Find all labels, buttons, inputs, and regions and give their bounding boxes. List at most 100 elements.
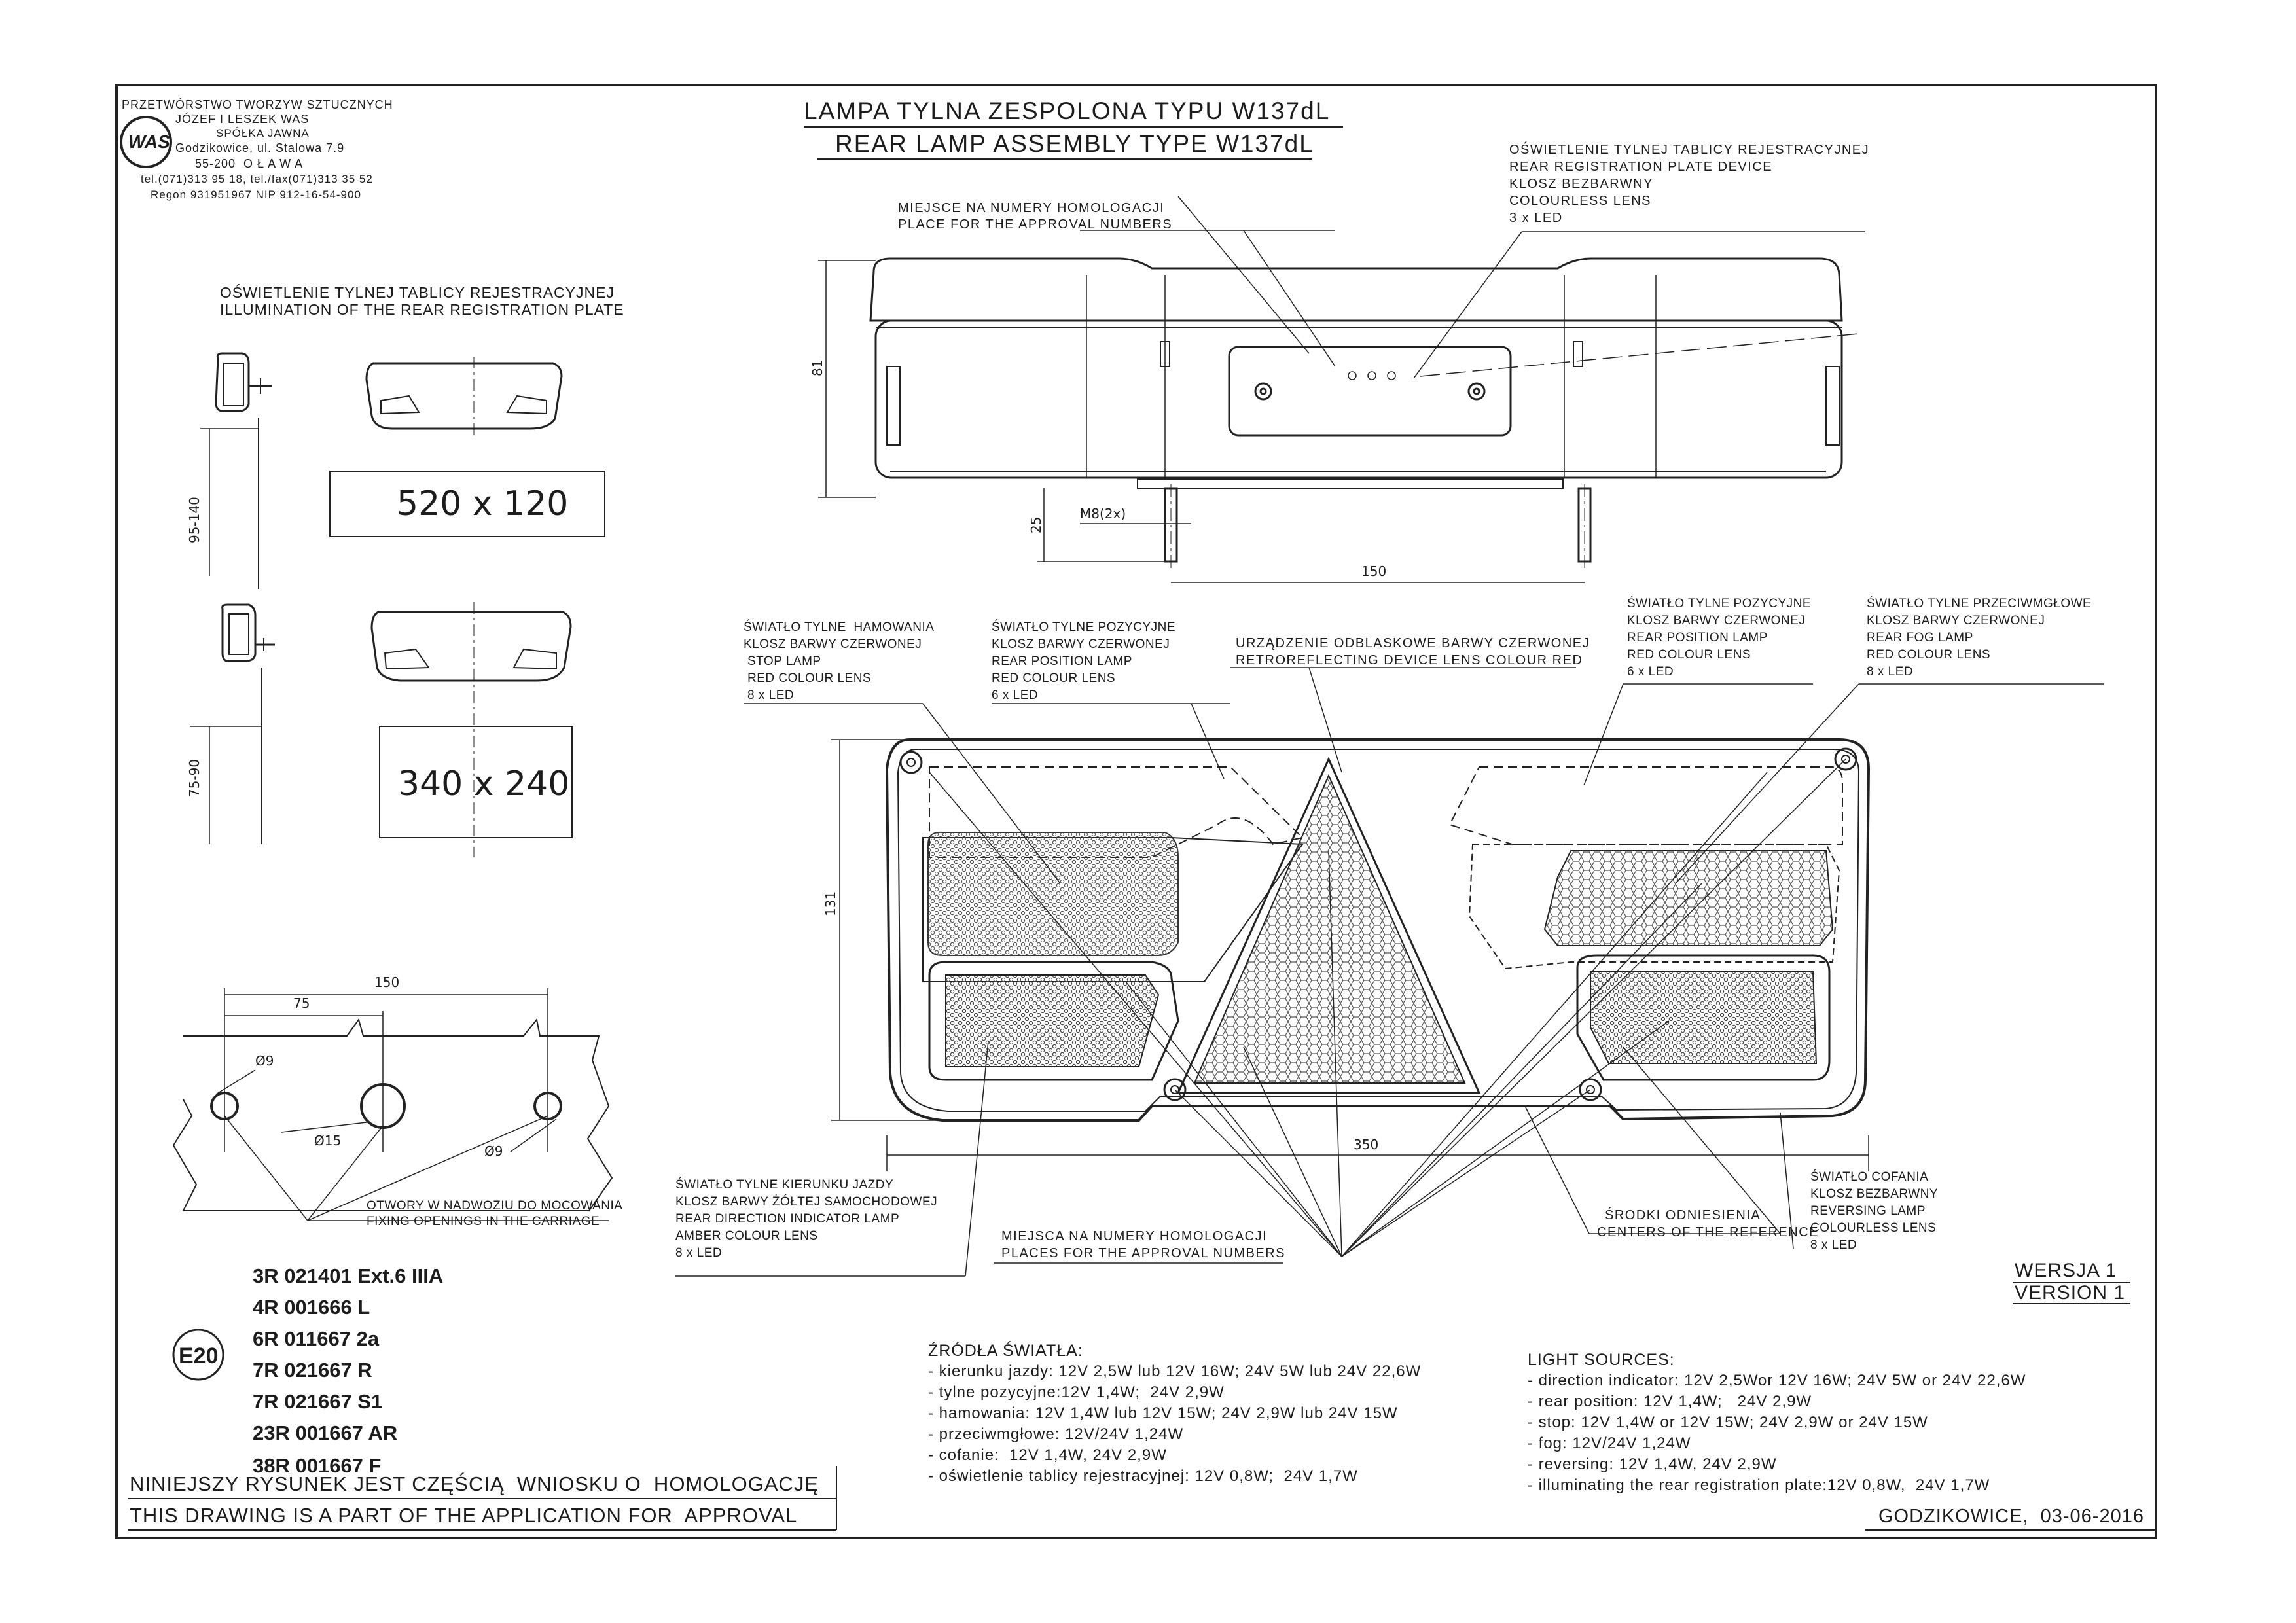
light-source-en-3: - stop: 12V 1,4W or 12V 15W; 24V 2,9W or… xyxy=(1528,1414,1928,1431)
reversing-label-3: REVERSING LAMP xyxy=(1810,1204,1926,1218)
plate-device-2: REAR REGISTRATION PLATE DEVICE xyxy=(1509,160,1773,174)
top-dim-stud: 25 xyxy=(1028,516,1044,533)
position-left-2: KLOSZ BARWY CZERWONEJ xyxy=(992,637,1170,651)
position-left-5: 6 x LED xyxy=(992,688,1039,702)
position-right-3: REAR POSITION LAMP xyxy=(1627,631,1768,645)
top-approval-pl: MIEJSCE NA NUMERY HOMOLOGACJI xyxy=(898,201,1165,215)
light-source-pl-5: - cofanie: 12V 1,4W, 24V 2,9W xyxy=(928,1446,1167,1464)
approval-number-1: 3R 021401 Ext.6 IIIA xyxy=(253,1264,444,1287)
registration-lamp-side-1 xyxy=(200,352,272,589)
light-source-en-2: - rear position: 12V 1,4W; 24V 2,9W xyxy=(1528,1393,1812,1410)
company-address-1: Godzikowice, ul. Stalowa 7.9 xyxy=(175,141,345,154)
stop-label-4: RED COLOUR LENS xyxy=(747,671,872,685)
mount-hole-large: Ø15 xyxy=(314,1133,342,1149)
company-phone: tel.(071)313 95 18, tel./fax(071)313 35 … xyxy=(141,173,373,185)
top-dim-thread: M8(2x) xyxy=(1080,506,1126,522)
retro-label-2: RETROREFLECTING DEVICE LENS COLOUR RED xyxy=(1236,653,1583,668)
reference-label-2: CENTERS OF THE REFERENCE xyxy=(1597,1225,1819,1240)
footer-en: THIS DRAWING IS A PART OF THE APPLICATIO… xyxy=(130,1504,798,1527)
top-dim-height: 81 xyxy=(810,359,825,376)
position-right-5: 6 x LED xyxy=(1627,665,1674,679)
light-source-en-6: - illuminating the rear registration pla… xyxy=(1528,1476,1990,1494)
top-approval-en: PLACE FOR THE APPROVAL NUMBERS xyxy=(898,217,1173,232)
company-logo-text: WAS xyxy=(128,132,170,152)
reg-dim-1: 95-140 xyxy=(187,497,202,543)
plate-size-2: 340 x 240 xyxy=(398,764,570,804)
e-mark: E20 xyxy=(179,1344,219,1368)
footer-date: GODZIKOWICE, 03-06-2016 xyxy=(1878,1506,2144,1527)
reg-heading-pl: OŚWIETLENIE TYLNEJ TABLICY REJESTRACYJNE… xyxy=(220,284,615,301)
plate-520x120 xyxy=(329,471,605,537)
company-name-1: PRZETWÓRSTWO TWORZYW SZTUCZNYCH xyxy=(122,98,393,111)
sheet-border xyxy=(115,84,2157,1539)
title-pl: LAMPA TYLNA ZESPOLONA TYPU W137dL xyxy=(804,98,1331,124)
approvals-label-2: PLACES FOR THE APPROVAL NUMBERS xyxy=(1001,1246,1286,1260)
footer-pl: NINIEJSZY RYSUNEK JEST CZĘŚCIĄ WNIOSKU O… xyxy=(130,1472,819,1495)
mount-dim-half: 75 xyxy=(293,995,310,1011)
plate-device-4: COLOURLESS LENS xyxy=(1509,194,1652,208)
mount-caption-en: FIXING OPENINGS IN THE CARRIAGE xyxy=(367,1215,600,1228)
plate-device-3: KLOSZ BEZBARWNY xyxy=(1509,177,1653,191)
front-dim-width: 350 xyxy=(1354,1137,1379,1152)
approvals-label-1: MIEJSCA NA NUMERY HOMOLOGACJI xyxy=(1001,1229,1268,1243)
light-sources-pl-heading: ŹRÓDŁA ŚWIATŁA: xyxy=(928,1342,1083,1360)
stop-label-5: 8 x LED xyxy=(747,688,795,702)
position-left-3: REAR POSITION LAMP xyxy=(992,654,1132,668)
registration-lamp-front-1 xyxy=(365,357,563,438)
approval-number-4: 7R 021667 R xyxy=(253,1359,372,1382)
stop-label-3: STOP LAMP xyxy=(747,654,821,668)
mount-dim-total: 150 xyxy=(374,974,400,990)
light-source-en-5: - reversing: 12V 1,4W, 24V 2,9W xyxy=(1528,1455,1777,1473)
light-source-pl-2: - tylne pozycyjne:12V 1,4W; 24V 2,9W xyxy=(928,1383,1225,1401)
reg-heading-en: ILLUMINATION OF THE REAR REGISTRATION PL… xyxy=(220,301,624,318)
plate-340x240 xyxy=(379,726,573,838)
stop-label-2: KLOSZ BARWY CZERWONEJ xyxy=(744,637,922,651)
reversing-label-4: COLOURLESS LENS xyxy=(1810,1221,1937,1235)
company-name-3: SPÓŁKA JAWNA xyxy=(216,127,310,139)
light-source-en-1: - direction indicator: 12V 2,5Wor 12V 16… xyxy=(1528,1372,2026,1389)
fog-label-2: KLOSZ BARWY CZERWONEJ xyxy=(1867,614,2045,628)
position-left-1: ŚWIATŁO TYLNE POZYCYJNE xyxy=(992,620,1176,634)
plate-device-5: 3 x LED xyxy=(1509,211,1563,225)
stop-label-1: ŚWIATŁO TYLNE HAMOWANIA xyxy=(744,620,935,634)
position-right-4: RED COLOUR LENS xyxy=(1627,648,1751,662)
e-mark-circle xyxy=(172,1329,224,1381)
reversing-label-1: ŚWIATŁO COFANIA xyxy=(1810,1170,1929,1184)
approval-number-5: 7R 021667 S1 xyxy=(253,1390,383,1413)
indicator-label-2: KLOSZ BARWY ŻÓŁTEJ SAMOCHODOWEJ xyxy=(675,1195,938,1209)
approval-number-2: 4R 001666 L xyxy=(253,1296,370,1319)
fog-label-3: REAR FOG LAMP xyxy=(1867,631,1973,645)
fog-label-5: 8 x LED xyxy=(1867,665,1914,679)
top-view xyxy=(869,257,1843,569)
reg-dim-2: 75-90 xyxy=(187,758,202,797)
indicator-label-1: ŚWIATŁO TYLNE KIERUNKU JAZDY xyxy=(675,1178,894,1192)
reference-label-1: ŚRODKI ODNIESIENIA xyxy=(1605,1208,1761,1222)
indicator-label-4: AMBER COLOUR LENS xyxy=(675,1229,818,1243)
title-en: REAR LAMP ASSEMBLY TYPE W137dL xyxy=(835,130,1314,157)
fog-label-1: ŚWIATŁO TYLNE PRZECIWMGŁOWE xyxy=(1867,597,2092,611)
registration-lamp-front-2 xyxy=(370,602,572,857)
plate-size-1: 520 x 120 xyxy=(397,484,569,524)
light-source-pl-4: - przeciwmgłowe: 12V/24V 1,24W xyxy=(928,1425,1184,1443)
light-source-pl-3: - hamowania: 12V 1,4W lub 12V 15W; 24V 2… xyxy=(928,1404,1398,1422)
position-right-1: ŚWIATŁO TYLNE POZYCYJNE xyxy=(1627,597,1812,611)
company-name-2: JÓZEF I LESZEK WAS xyxy=(175,113,310,126)
indicator-label-5: 8 x LED xyxy=(675,1246,723,1260)
mount-caption-pl: OTWORY W NADWOZIU DO MOCOWANIA xyxy=(367,1199,623,1213)
light-source-pl-6: - oświetlenie tablicy rejestracyjnej: 12… xyxy=(928,1467,1358,1485)
approval-number-6: 23R 001667 AR xyxy=(253,1421,398,1444)
indicator-label-3: REAR DIRECTION INDICATOR LAMP xyxy=(675,1212,900,1226)
position-right-2: KLOSZ BARWY CZERWONEJ xyxy=(1627,614,1806,628)
mount-hole-a: Ø9 xyxy=(255,1053,274,1069)
mount-hole-b: Ø9 xyxy=(484,1143,503,1159)
company-address-2: 55-200 O Ł A W A xyxy=(195,157,304,170)
position-left-4: RED COLOUR LENS xyxy=(992,671,1116,685)
company-logo xyxy=(120,116,172,168)
light-source-pl-1: - kierunku jazdy: 12V 2,5W lub 12V 16W; … xyxy=(928,1363,1422,1380)
reversing-label-2: KLOSZ BEZBARWNY xyxy=(1810,1187,1939,1201)
light-sources-en-heading: LIGHT SOURCES: xyxy=(1528,1351,1675,1369)
front-view xyxy=(885,738,1871,1122)
light-source-en-4: - fog: 12V/24V 1,24W xyxy=(1528,1435,1691,1452)
mounting-holes-drawing xyxy=(172,988,613,1221)
